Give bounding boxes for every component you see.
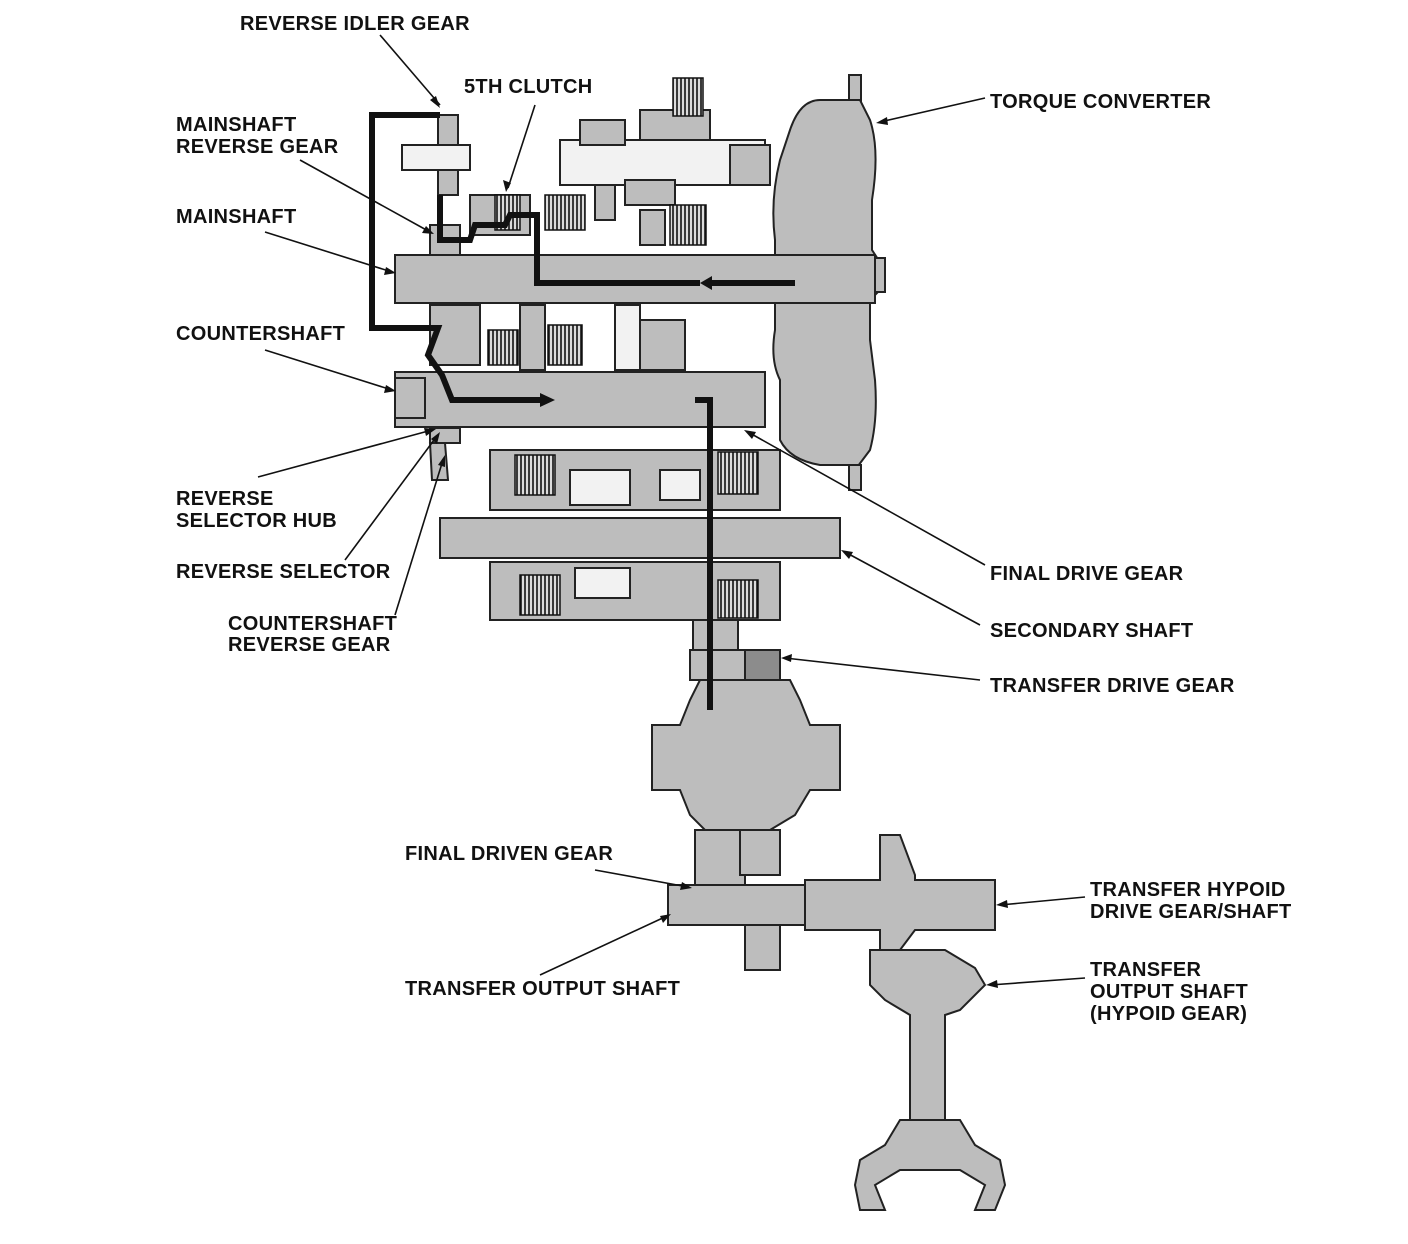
final-driven-gear — [694, 829, 781, 886]
upper-clutch-assembly — [544, 77, 771, 246]
label-reverse-selector-hub-1: REVERSE — [176, 488, 274, 510]
differential — [651, 679, 841, 831]
label-fifth-clutch: 5TH CLUTCH — [464, 76, 593, 98]
label-transfer-output-hypoid-2: OUTPUT SHAFT — [1090, 981, 1248, 1003]
label-reverse-selector-hub-2: SELECTOR HUB — [176, 510, 337, 532]
label-transfer-hypoid-drive-1: TRANSFER HYPOID — [1090, 879, 1286, 901]
reverse-idler-gear — [401, 114, 471, 196]
label-secondary-shaft: SECONDARY SHAFT — [990, 620, 1193, 642]
lower-clutch-housing — [489, 449, 781, 511]
label-countershaft-reverse-gear-1: COUNTERSHAFT — [228, 613, 397, 635]
label-mainshaft: MAINSHAFT — [176, 206, 296, 228]
label-reverse-selector: REVERSE SELECTOR — [176, 561, 391, 583]
label-torque-converter: TORQUE CONVERTER — [990, 91, 1211, 113]
middle-gear-cluster — [429, 304, 686, 371]
transfer-drive-gear — [689, 619, 781, 681]
label-transfer-output-shaft: TRANSFER OUTPUT SHAFT — [405, 978, 680, 1000]
label-transfer-output-hypoid-3: (HYPOID GEAR) — [1090, 1003, 1247, 1025]
transfer-hypoid-drive-gear — [804, 834, 996, 951]
mainshaft — [394, 224, 876, 304]
label-transfer-hypoid-drive-2: DRIVE GEAR/SHAFT — [1090, 901, 1291, 923]
reverse-selector — [428, 427, 461, 481]
label-final-drive-gear: FINAL DRIVE GEAR — [990, 563, 1184, 585]
transfer-output-hypoid-gear — [853, 949, 1007, 1211]
label-reverse-idler-gear: REVERSE IDLER GEAR — [240, 13, 470, 35]
label-final-driven-gear: FINAL DRIVEN GEAR — [405, 843, 613, 865]
leader-lines — [257, 34, 1086, 988]
secondary-shaft — [439, 517, 841, 559]
label-transfer-output-hypoid-1: TRANSFER — [1090, 959, 1202, 981]
label-mainshaft-reverse-gear-1: MAINSHAFT — [176, 114, 296, 136]
power-flow-path — [369, 112, 795, 710]
lower-clutch-housing-2 — [489, 561, 781, 621]
label-countershaft-reverse-gear-2: REVERSE GEAR — [228, 634, 391, 656]
label-transfer-drive-gear: TRANSFER DRIVE GEAR — [990, 675, 1235, 697]
label-mainshaft-reverse-gear-2: REVERSE GEAR — [176, 136, 339, 158]
label-countershaft: COUNTERSHAFT — [176, 323, 345, 345]
